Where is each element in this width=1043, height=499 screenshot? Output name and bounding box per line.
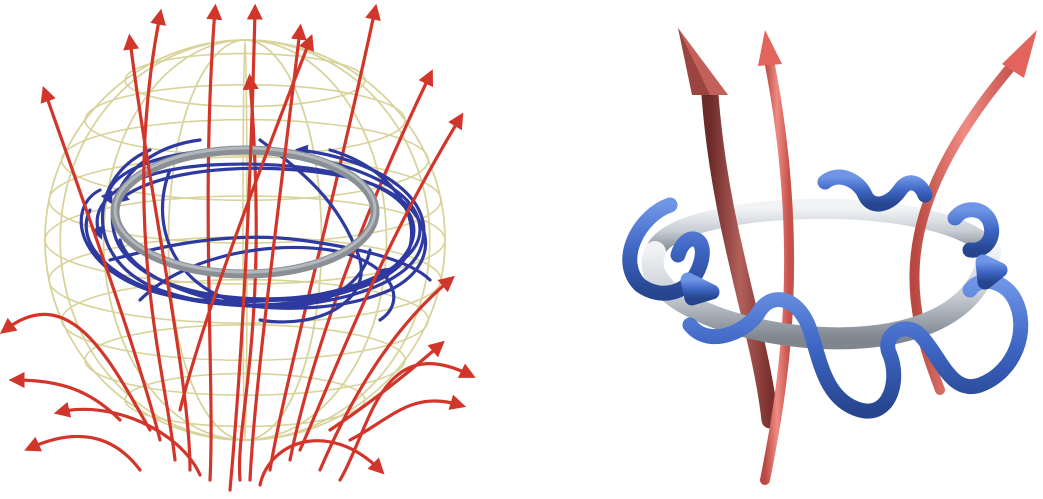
- red-field-line: [15, 380, 120, 420]
- red-field-line: [340, 364, 470, 480]
- red-field-line: [60, 409, 200, 475]
- sphere-latitude: [62, 120, 429, 201]
- torus-helix-diagram: [560, 0, 1043, 499]
- red-field-line: [30, 436, 140, 470]
- arrow-head-icon: [688, 280, 712, 298]
- red-field-line: [208, 10, 215, 480]
- left-panel: [0, 0, 520, 499]
- right-panel: [560, 0, 1043, 499]
- sphere-field-diagram: [0, 0, 520, 499]
- arrow-head-icon: [983, 262, 1000, 282]
- arrow-head-icon: [758, 30, 782, 66]
- red-field-line: [180, 40, 310, 410]
- red-field-line: [260, 441, 380, 485]
